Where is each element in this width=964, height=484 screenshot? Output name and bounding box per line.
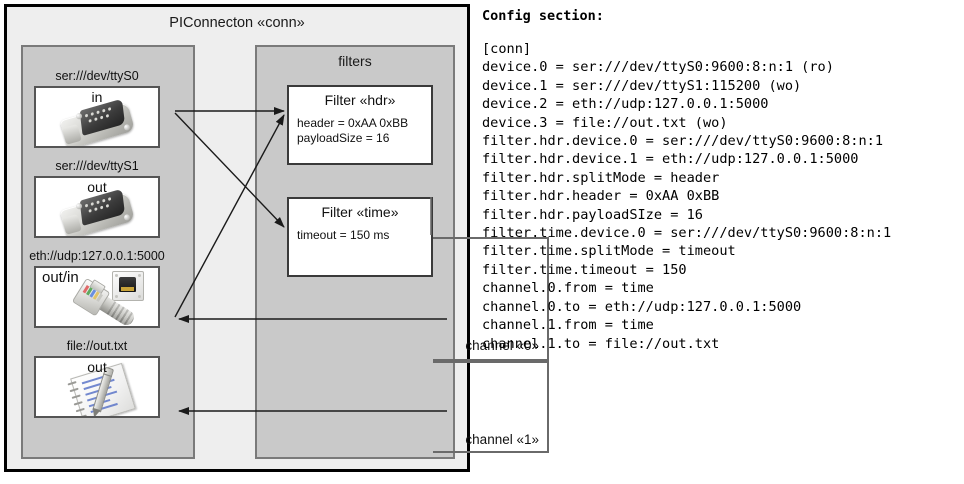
device-label: ser:///dev/ttyS0 <box>55 69 139 83</box>
device-box[interactable]: out/in <box>34 266 160 328</box>
device-node-serial0[interactable]: ser:///dev/ttyS0 in <box>34 69 160 148</box>
channel-label: channel «0» <box>465 338 539 353</box>
filter-attributes: header = 0xAA 0xBB payloadSize = 16 <box>297 116 408 146</box>
config-line: device.3 = file://out.txt (wo) <box>482 114 728 131</box>
config-line: channel.0.to = eth://udp:127.0.0.1:5000 <box>482 298 802 315</box>
config-line: device.2 = eth://udp:127.0.0.1:5000 <box>482 96 769 113</box>
config-line: filter.time.splitMode = timeout <box>482 243 736 260</box>
ethernet-jack-icon <box>112 271 144 301</box>
config-line: [conn] <box>482 41 532 57</box>
filter-node-time[interactable]: Filter «time» timeout = 150 ms <box>287 197 433 277</box>
channel-label: channel «1» <box>465 432 539 447</box>
config-line: filter.hdr.splitMode = header <box>482 169 720 186</box>
device-direction-label: out <box>87 359 107 375</box>
config-line: filter.hdr.device.1 = eth://udp:127.0.0.… <box>482 151 859 168</box>
devices-panel: ser:///dev/ttyS0 in <box>21 45 195 459</box>
device-node-serial1[interactable]: ser:///dev/ttyS1 out <box>34 159 160 238</box>
config-line: filter.hdr.device.0 = ser:///dev/ttyS0:9… <box>482 133 884 150</box>
device-direction-label: out <box>87 179 107 195</box>
filter-attributes: timeout = 150 ms <box>297 228 389 243</box>
device-direction-label: out/in <box>42 269 79 286</box>
filter-attribute: payloadSize = 16 <box>297 131 390 145</box>
device-box[interactable]: out <box>34 356 160 418</box>
filters-panel: filters Filter «hdr» header = 0xAA 0xBB … <box>255 45 549 459</box>
device-node-ethernet[interactable]: eth://udp:127.0.0.1:5000 out/in <box>29 249 165 328</box>
filter-attribute: header = 0xAA 0xBB <box>297 116 409 130</box>
device-direction-label: in <box>91 89 103 105</box>
piconnector-component-frame: PIConnecton «conn» ser:///dev/ttyS0 in <box>4 4 549 472</box>
config-line: device.0 = ser:///dev/ttyS0:9600:8:n:1 (… <box>482 59 834 76</box>
config-line: filter.time.timeout = 150 <box>482 261 687 278</box>
config-line: channel.1.from = time <box>482 317 654 334</box>
config-line: filter.hdr.header = 0xAA 0xBB <box>482 188 720 205</box>
filter-node-hdr[interactable]: Filter «hdr» header = 0xAA 0xBB payloadS… <box>287 85 433 165</box>
config-line: filter.hdr.payloadSIze = 16 <box>482 206 703 223</box>
config-section-body: [conn] device.0 = ser:///dev/ttyS0:9600:8… <box>482 40 960 353</box>
channel-box-1[interactable]: channel «1» <box>433 361 549 453</box>
device-box[interactable]: out <box>34 176 160 238</box>
device-node-file[interactable]: file://out.txt out <box>34 339 160 418</box>
device-label: eth://udp:127.0.0.1:5000 <box>29 249 165 263</box>
device-label: ser:///dev/ttyS1 <box>55 159 139 173</box>
filter-attribute: timeout = 150 ms <box>297 228 390 242</box>
device-box[interactable]: in <box>34 86 160 148</box>
device-label: file://out.txt <box>66 339 128 353</box>
channel-box-0[interactable]: channel «0» <box>433 237 549 361</box>
filters-panel-title: filters <box>338 53 372 69</box>
config-line: device.1 = ser:///dev/ttyS1:115200 (wo) <box>482 77 802 94</box>
config-section: Config section: [conn] device.0 = ser:///… <box>482 8 960 353</box>
filter-title: Filter «hdr» <box>324 92 396 108</box>
config-section-heading: Config section: <box>482 8 604 24</box>
config-line: filter.time.device.0 = ser:///dev/ttyS0:… <box>482 225 892 242</box>
filter-title: Filter «time» <box>321 204 399 220</box>
config-line: channel.1.to = file://out.txt <box>482 335 720 352</box>
page-title: PIConnecton «conn» <box>169 15 305 31</box>
config-line: channel.0.from = time <box>482 280 654 297</box>
